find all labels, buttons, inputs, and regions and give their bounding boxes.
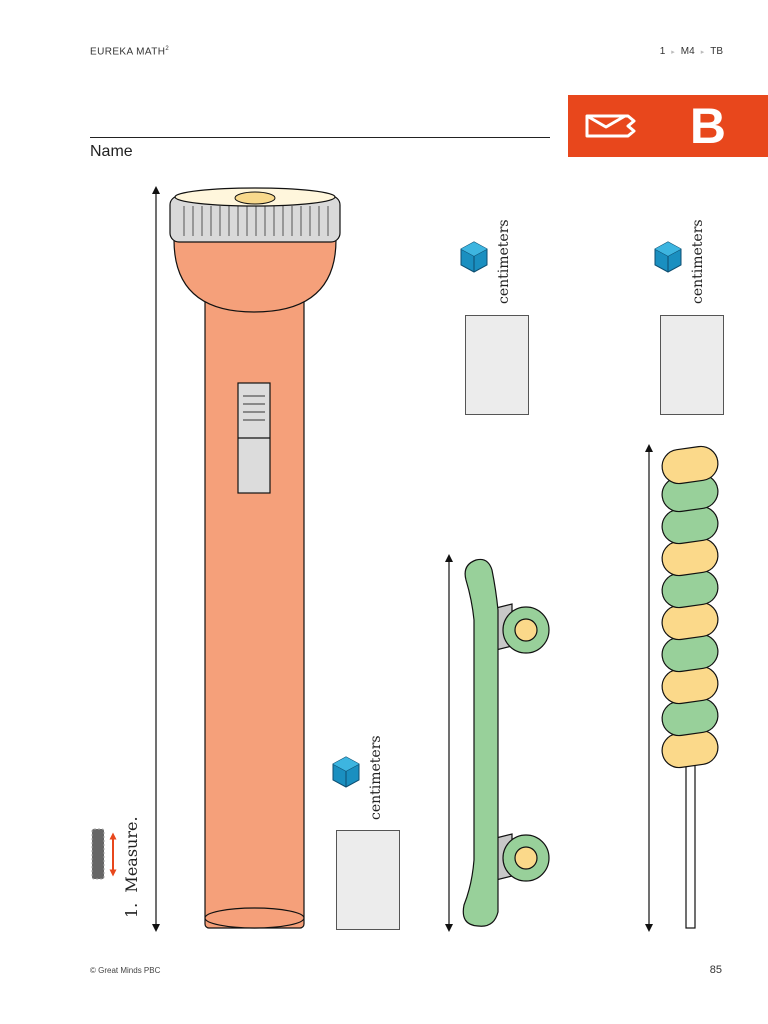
brand-title: EUREKA MATH2 [90,46,169,57]
answer-box-lollipop[interactable] [660,315,724,415]
breadcrumb-module: M4 [680,46,695,57]
measure-tool-icon [91,828,117,880]
unit-label-flashlight: centimeters [368,735,384,820]
breadcrumb: 1 ▸ M4 ▸ TB [660,46,723,57]
breadcrumb-grade: 1 [659,46,666,57]
lollipop-image [661,445,719,929]
copyright: © Great Minds PBC [90,966,161,975]
answer-box-flashlight[interactable] [336,830,400,930]
question-number: 1. [122,902,141,918]
lesson-tab: B [568,95,768,157]
skateboard-image [462,558,550,927]
cube-icon [460,241,488,273]
name-line [90,137,550,138]
unit-label-skateboard: centimeters [496,219,512,304]
page-number: 85 [709,964,722,976]
answer-box-skateboard[interactable] [465,315,529,415]
cube-icon [654,241,682,273]
unit-label-lollipop: centimeters [690,219,706,304]
name-label: Name [90,143,133,160]
cube-icon [332,756,360,788]
breadcrumb-separator-icon: ▸ [700,48,705,56]
envelope-ticket-icon [585,114,636,138]
tab-letter: B [689,98,726,154]
brand-name: EUREKA MATH [90,46,166,58]
breadcrumb-separator-icon: ▸ [671,48,675,56]
brand-superscript: 2 [165,46,170,52]
flashlight-image [169,187,341,929]
breadcrumb-book: TB [710,46,723,57]
question-text: Measure. [122,816,141,893]
question-prompt: 1. Measure. [122,816,141,918]
